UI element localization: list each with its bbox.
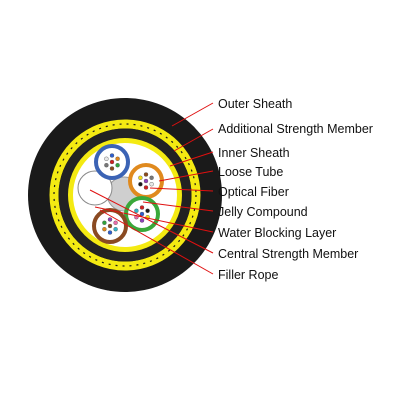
leader-line-filler-rope xyxy=(99,209,214,275)
label-filler-rope: Filler Rope xyxy=(218,268,279,282)
optical-fiber xyxy=(115,156,120,162)
optical-fiber xyxy=(104,156,109,162)
optical-fiber xyxy=(143,172,149,177)
leader-line-outer-sheath xyxy=(171,102,214,127)
label-inner-sheath: Inner Sheath xyxy=(218,146,290,160)
optical-fiber xyxy=(113,226,118,232)
optical-fiber xyxy=(109,166,115,171)
optical-fiber xyxy=(107,230,113,235)
leader-line-loose-tube xyxy=(158,170,214,182)
optical-fiber xyxy=(102,220,107,226)
optical-fiber xyxy=(138,181,143,187)
label-jelly-compound: Jelly Compound xyxy=(218,205,308,219)
strength-member-texture xyxy=(53,123,197,267)
optical-fiber xyxy=(134,208,139,214)
optical-fiber xyxy=(139,205,145,210)
optical-fiber xyxy=(139,211,145,217)
label-loose-tube: Loose Tube xyxy=(218,165,284,179)
leader-line-central-member xyxy=(89,189,214,254)
optical-fiber xyxy=(107,223,113,229)
label-outer-sheath: Outer Sheath xyxy=(218,97,293,111)
leader-line-water-blocking xyxy=(94,206,214,233)
leader-line-jelly-compound xyxy=(142,201,214,212)
leader-line-optical-fiber xyxy=(149,187,214,192)
optical-fiber xyxy=(149,175,154,181)
optical-fiber xyxy=(104,162,109,168)
optical-fiber xyxy=(115,162,120,168)
optical-fiber xyxy=(107,217,113,222)
optical-fiber xyxy=(138,175,143,181)
leader-line-strength-member xyxy=(173,128,214,152)
label-central-strength-member: Central Strength Member xyxy=(218,247,359,261)
optical-fiber xyxy=(102,226,107,232)
optical-fiber xyxy=(109,153,115,158)
label-water-blocking-layer: Water Blocking Layer xyxy=(218,226,337,240)
optical-fiber xyxy=(109,159,115,165)
label-additional-strength-member: Additional Strength Member xyxy=(218,122,373,136)
optical-fiber xyxy=(145,208,150,214)
optical-fiber xyxy=(143,178,149,184)
label-optical-fiber: Optical Fiber xyxy=(218,185,289,199)
optical-fiber xyxy=(149,181,154,187)
optical-fiber xyxy=(139,218,145,223)
leader-line-inner-sheath xyxy=(169,151,214,167)
optical-fiber xyxy=(143,185,149,190)
leader-lines xyxy=(89,102,214,275)
optical-fiber xyxy=(113,220,118,226)
optical-fibers xyxy=(102,153,154,235)
